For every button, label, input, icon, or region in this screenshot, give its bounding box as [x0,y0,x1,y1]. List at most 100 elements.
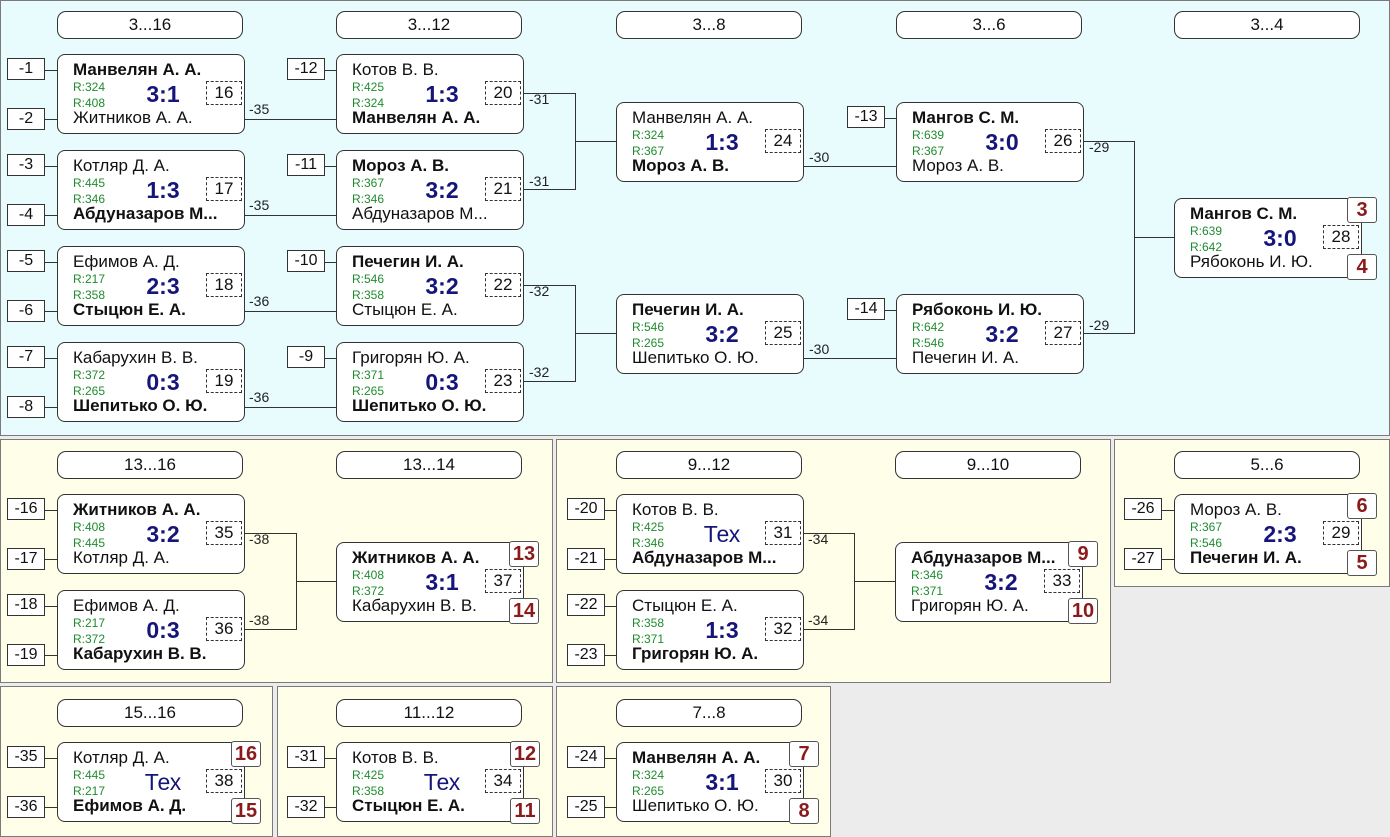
seed-box: -9 [287,346,325,368]
player-name: Мороз А. В. [352,156,449,175]
seed-box: -3 [7,154,45,176]
seed-box: -16 [7,498,45,520]
connector-line [45,311,57,312]
connector-line [45,510,57,511]
seed-box: -10 [287,250,325,272]
place-badge: 3 [1347,197,1377,223]
match-number: 31 [765,521,801,545]
match-number: 25 [765,321,801,345]
player-rating: R:445 [73,768,106,782]
match-number: 36 [206,617,242,641]
player-rating: R:346 [911,568,944,582]
match-score: 1:3 [705,617,739,643]
player-name: Житников А. А. [352,548,480,567]
match-score: 3:1 [425,569,459,595]
round-header: 7...8 [616,699,802,727]
player-name: Котов В. В. [352,60,439,79]
place-badge: 11 [510,798,540,824]
player-rating: R:546 [632,320,665,334]
connector-line [325,166,336,167]
loser-destination-label: -31 [529,91,550,107]
match-number: 30 [765,769,801,793]
player-rating: R:372 [352,584,385,598]
place-badge: 14 [509,598,539,624]
loser-destination-label: -34 [808,531,829,547]
connector-line [325,70,336,71]
round-header: 3...4 [1174,11,1360,39]
loser-destination-label: -35 [249,197,270,213]
match-score: 3:2 [984,569,1018,595]
loser-destination-label: -32 [529,283,550,299]
player-rating: R:358 [352,784,385,798]
player-name: Рябоконь И. Ю. [912,300,1042,319]
player-rating: R:372 [73,368,106,382]
player-name: Манвелян А. А. [632,108,754,127]
round-header: 13...16 [57,451,243,479]
seed-box: -36 [7,796,45,818]
player-rating: R:324 [352,96,385,110]
player-name: Стыцюн Е. А. [352,796,465,815]
connector-line [245,629,296,630]
seed-box: -4 [7,204,45,226]
player-name: Стыцюн Е. А. [632,596,738,615]
player-name: Котов В. В. [632,500,719,519]
round-header: 11...12 [336,699,522,727]
player-name: Шепитько О. Ю. [632,348,759,367]
seed-box: -8 [7,396,45,418]
player-name: Шепитько О. Ю. [632,796,759,815]
connector-line [45,407,57,408]
player-rating: R:372 [73,632,106,646]
seed-box: -35 [7,746,45,768]
seed-box: -2 [7,108,45,130]
connector-line [45,262,57,263]
round-header: 3...6 [896,11,1082,39]
round-header: 9...12 [616,451,802,479]
player-rating: R:346 [632,536,665,550]
player-name: Кабарухин В. В. [73,348,198,367]
connector-line [804,166,896,167]
match-score: 3:2 [146,521,180,547]
place-badge: 6 [1347,493,1377,519]
connector-line [45,166,57,167]
player-rating: R:642 [912,320,945,334]
match-score: 2:3 [1263,521,1297,547]
seed-box: -21 [567,548,605,570]
loser-destination-label: -29 [1089,139,1110,155]
loser-destination-label: -31 [529,173,550,189]
loser-destination-label: -38 [249,612,270,628]
seed-box: -23 [567,644,605,666]
match-score: 3:0 [985,129,1019,155]
seed-box: -1 [7,58,45,80]
player-rating: R:217 [73,272,106,286]
seed-box: -32 [287,796,325,818]
loser-destination-label: -34 [808,612,829,628]
player-rating: R:371 [352,368,385,382]
loser-destination-label: -38 [249,531,270,547]
player-rating: R:324 [632,128,665,142]
seed-box: -14 [847,298,885,320]
player-rating: R:639 [1190,224,1223,238]
